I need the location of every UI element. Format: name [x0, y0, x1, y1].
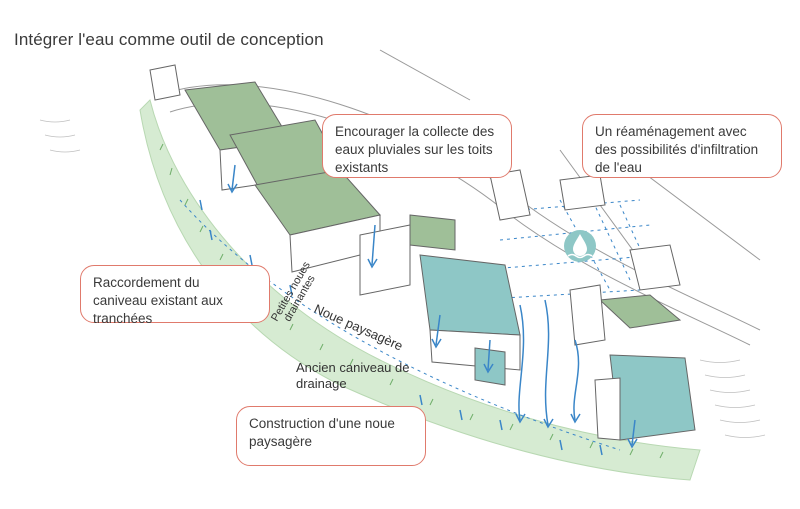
buildings-outline: [149, 64, 681, 346]
callout-connection-text: Raccordement du caniveau existant aux tr…: [93, 275, 223, 326]
grass-marks: [159, 143, 664, 459]
callout-redevelopment: Un réaménagement avec des possibilités d…: [582, 114, 782, 178]
callout-connection: Raccordement du caniveau existant aux tr…: [80, 265, 270, 326]
callout-redevelopment-text: Un réaménagement avec des possibilités d…: [595, 124, 759, 175]
callout-rainwater-text: Encourager la collecte des eaux pluviale…: [335, 124, 495, 175]
terrain-hatching: [39, 119, 766, 438]
callout-construction: Construction d'une noue paysagère: [236, 406, 426, 466]
buildings-blue: [419, 254, 696, 441]
callout-rainwater: Encourager la collecte des eaux pluviale…: [322, 114, 512, 178]
page-title: Intégrer l'eau comme outil de conception: [14, 30, 324, 49]
buildings-green: [184, 81, 682, 329]
water-arrows: [199, 164, 638, 456]
water-drop-icon: [564, 230, 596, 262]
callout-construction-text: Construction d'une noue paysagère: [249, 416, 395, 449]
label-old-gutter: Ancien caniveau de drainage: [296, 360, 410, 391]
